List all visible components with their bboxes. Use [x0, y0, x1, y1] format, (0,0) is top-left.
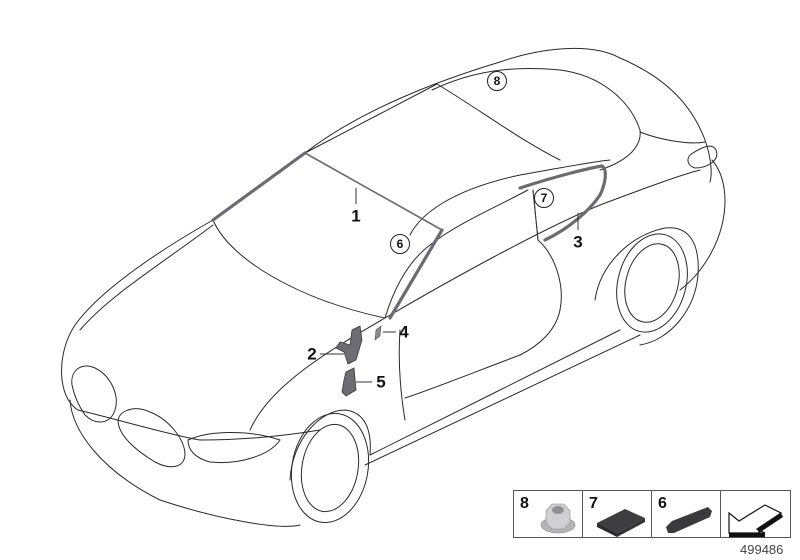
roof-rear-edge	[436, 83, 561, 161]
front-wheel-rim	[300, 423, 360, 513]
clip-part-4	[374, 325, 382, 341]
front-wheel-arch	[289, 409, 371, 481]
legend-number: 8	[520, 495, 529, 512]
legend-number: 6	[658, 495, 667, 512]
legend-number: 7	[589, 495, 598, 512]
legend-item-direction	[721, 491, 790, 537]
callout-4: 4	[399, 322, 409, 342]
rear-wheel-rim	[624, 243, 680, 323]
rear-light	[687, 145, 718, 169]
callout-3: 3	[573, 232, 583, 252]
windscreen-lower	[212, 219, 386, 319]
kidney-grille-right	[117, 408, 186, 468]
kidney-grille-left	[71, 365, 117, 423]
rear-window-outline	[431, 67, 641, 171]
headlight	[187, 432, 281, 464]
parts-legend: 8 7 6	[513, 490, 791, 538]
callout-1: 1	[351, 206, 361, 226]
a-pillar-outer	[409, 159, 611, 236]
rear-bumper	[679, 159, 726, 291]
legend-item-8: 8	[514, 491, 583, 537]
rear-wheel-arch	[594, 227, 699, 346]
front-bumper-lower	[69, 399, 301, 527]
rear-wheel	[616, 233, 688, 333]
legend-item-7: 7	[583, 491, 652, 537]
front-wheel	[290, 412, 370, 524]
flange-nut-icon	[540, 503, 576, 534]
wedge-pad-icon	[666, 507, 712, 533]
bracket-part-2	[335, 325, 363, 365]
hood-front	[61, 324, 79, 411]
hood-left-edge	[74, 219, 214, 326]
callout-5: 5	[376, 372, 386, 392]
a-pillar-seal	[388, 228, 444, 320]
quarter-window-frame	[518, 164, 607, 242]
hood-outline	[79, 224, 214, 331]
rectangular-pad-icon	[597, 509, 645, 537]
roof-front-edge	[304, 83, 438, 154]
legend-item-6: 6	[652, 491, 721, 537]
beltline	[384, 169, 701, 319]
direction-arrow-icon	[728, 504, 783, 537]
sill-upper	[369, 329, 621, 456]
trunk-lid	[639, 131, 706, 144]
door-front-edge	[398, 329, 406, 421]
diagram-number: 499486	[740, 542, 784, 557]
roof-outline	[304, 47, 712, 183]
callout-6: 6	[390, 234, 410, 254]
callout-8: 8	[487, 71, 507, 91]
windscreen-seal-left	[211, 151, 307, 222]
front-bumper-upper	[77, 409, 321, 441]
pad-part-5	[341, 367, 357, 397]
hood-crease	[249, 317, 386, 431]
door-outline	[404, 239, 562, 399]
a-pillar-inner	[384, 189, 529, 319]
windscreen-seal-top	[304, 152, 443, 231]
callout-2: 2	[307, 344, 317, 364]
callout-7: 7	[534, 188, 554, 208]
sill-lower	[364, 334, 641, 466]
